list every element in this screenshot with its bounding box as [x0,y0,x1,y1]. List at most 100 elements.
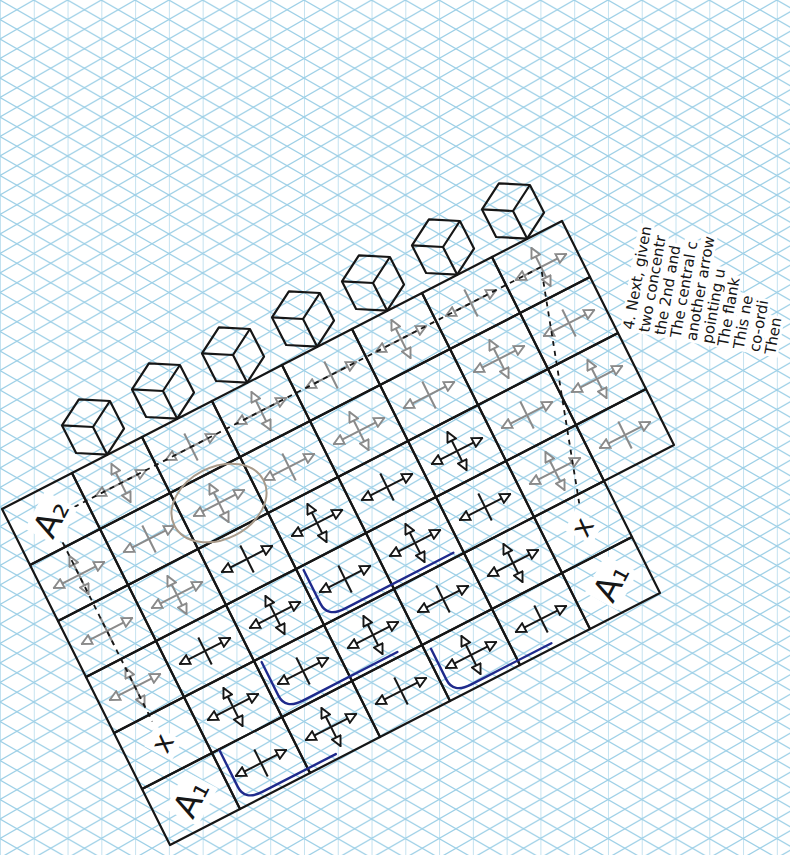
rhombus-cell [282,681,380,773]
double-arrow [376,678,426,704]
handwritten-note: 4. Next, giventwo concentrthe 2nd andThe… [620,320,632,332]
rhombus-cell [450,313,548,405]
rhombus-cell [2,473,100,565]
cross-arrow [265,596,284,634]
cube-edges [62,401,110,455]
cube-outline [412,219,474,274]
double-arrow [600,422,650,448]
double-arrow [82,618,132,644]
tick-mark [394,678,407,705]
tick-mark [198,638,211,665]
cross-arrow [545,452,564,490]
tick-mark [142,526,155,553]
rhombus-cell [422,609,520,701]
double-arrow [320,566,370,592]
cross-arrow [531,248,550,286]
tick-mark [562,310,575,337]
rhombus-cell [142,753,240,845]
cross-arrow [587,360,606,398]
cube-outline [202,327,264,382]
cross-arrow [489,340,508,378]
blue-curves [158,448,551,795]
rhombus-cell [408,405,506,497]
rhombus-cell [156,605,254,697]
rhombus-cell [492,573,590,665]
blue-hook [304,553,454,612]
cross-arrow [447,432,466,470]
double-arrow [502,402,552,428]
rhombus-cell [366,497,464,589]
cube-edges [412,221,460,275]
double-arrow [306,362,356,388]
rhombus-cell [492,221,590,313]
cube-outline [342,255,404,310]
tick-mark [520,402,533,429]
cube-edges [202,329,250,383]
tick-mark [422,382,435,409]
rhombus-cell [338,441,436,533]
rhombus-cell [436,461,534,553]
tick-mark [618,422,631,449]
tick-mark [296,658,309,685]
double-arrow [222,546,272,572]
double-arrow [362,474,412,500]
rhombus-cell [380,349,478,441]
rhombus-cell [30,529,128,621]
cell-grid [2,221,674,845]
rhombus-cell [58,585,156,677]
tick-mark [436,586,449,613]
cube-edges [132,365,180,419]
cube-edges [342,257,390,311]
cube-edges [272,293,320,347]
rhombus-cell [254,625,352,717]
rhombus-cell [520,277,618,369]
rhombus-cell [562,537,660,629]
cross-arrow [349,412,368,450]
rhombus-cell [268,477,366,569]
rhombus-cell [548,333,646,425]
tick-mark [240,546,253,573]
double-arrow [278,658,328,684]
rhombus-cell [576,389,674,481]
double-arrow [404,382,454,408]
double-arrow [516,606,566,632]
rhombus-cell [100,493,198,585]
cross-arrow [307,504,326,542]
cross-arrow [223,688,242,726]
tick-mark [380,474,393,501]
cube-outline [132,363,194,418]
rhombus-cell [170,457,268,549]
rhombus-cell [464,517,562,609]
double-arrow [460,494,510,520]
rhombus-cell [310,385,408,477]
rhombus-cell [128,549,226,641]
rhombus-cell [478,369,576,461]
cube-outline [482,183,544,238]
rhombus-cell [324,589,422,681]
dashed-guide [74,267,579,507]
cross-arrow [167,576,186,614]
rhombus-cell [296,533,394,625]
cube-edges [482,185,530,239]
blue-hook [431,643,551,688]
dashed-guide [63,542,153,721]
tick-mark [100,618,113,645]
cube-outline [62,399,124,454]
rhombus-cell [352,293,450,385]
cross-arrow [405,524,424,562]
tick-mark [282,454,295,481]
double-arrow [264,454,314,480]
rhombus-cell [394,553,492,645]
rhombus-cell [114,697,212,789]
cross-arrow [503,544,522,582]
cross-arrow [391,320,410,358]
double-arrow [180,638,230,664]
cube-outline [272,291,334,346]
double-arrow [446,290,496,316]
rhombus-cell [240,421,338,513]
tick-mark [534,606,547,633]
double-arrow [418,586,468,612]
